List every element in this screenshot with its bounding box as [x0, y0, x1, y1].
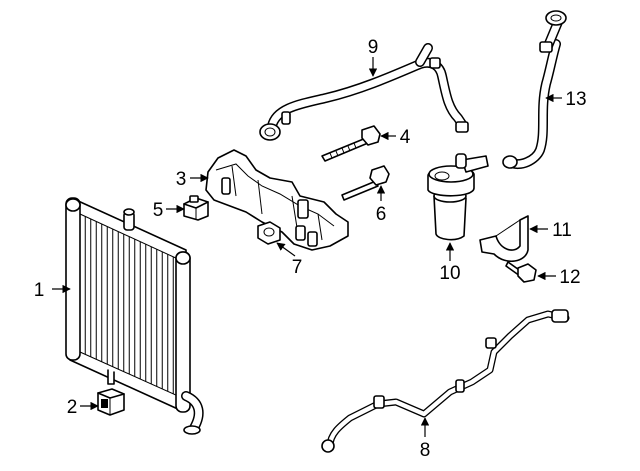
- callout-5: 5: [153, 200, 164, 221]
- callout-6: 6: [376, 204, 387, 225]
- coolant-hose-part-8: [321, 309, 570, 453]
- bolt-part-6: [341, 165, 390, 201]
- callout-4: 4: [400, 127, 411, 148]
- callout-10: 10: [439, 263, 460, 284]
- callout-8: 8: [420, 440, 431, 461]
- bolt-part-12: [505, 261, 537, 283]
- bracket-part-3: [205, 149, 349, 251]
- callout-7: 7: [292, 257, 303, 278]
- callout-13: 13: [565, 89, 586, 110]
- upper-hose-part-9: [259, 43, 469, 141]
- callout-labels: 1 2 3 4 5 6 7 8 9 10 11 12 13: [34, 37, 587, 461]
- leader-7: [276, 242, 296, 257]
- strap-bracket-part-11: [479, 215, 529, 262]
- callout-1: 1: [34, 280, 45, 301]
- callout-2: 2: [67, 397, 78, 418]
- callout-9: 9: [368, 37, 379, 58]
- callout-3: 3: [176, 169, 187, 190]
- clip-part-5: [183, 195, 209, 221]
- water-pump-part-10: [427, 153, 489, 241]
- radiator-part-1: [65, 197, 204, 435]
- callout-12: 12: [559, 267, 580, 288]
- bolt-part-4: [321, 125, 381, 162]
- nut-part-7: [257, 221, 281, 245]
- callout-11: 11: [552, 220, 572, 241]
- leader-lines: [52, 57, 562, 437]
- hose-part-13: [502, 10, 567, 170]
- mount-pad-part-2: [97, 388, 125, 416]
